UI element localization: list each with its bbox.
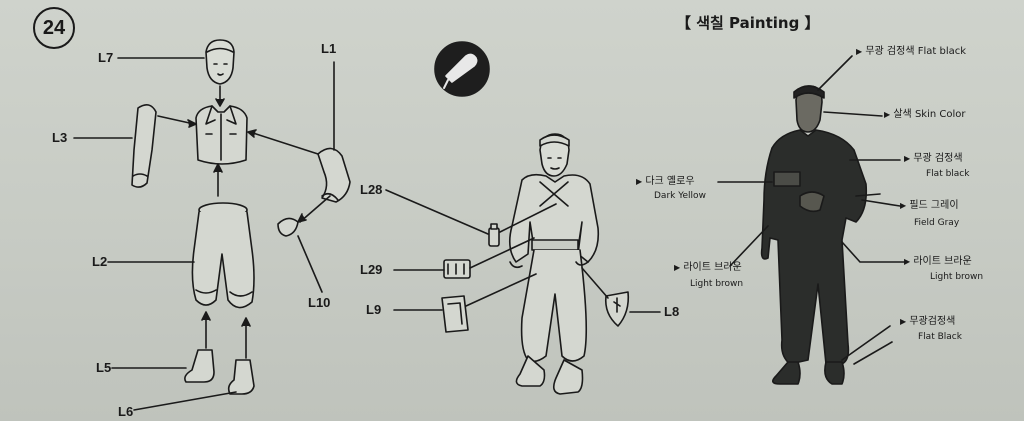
bag-part-L9	[441, 295, 469, 333]
label-L2: L2	[92, 254, 108, 269]
label-L5: L5	[96, 360, 112, 375]
hand-part-L10	[277, 217, 299, 237]
label-L9: L9	[366, 302, 382, 317]
callout-field-gray-ko: ▶ 필드 그레이	[900, 200, 959, 212]
label-L28: L28	[360, 182, 383, 197]
glue-tube-icon-art	[434, 41, 490, 97]
label-L1: L1	[321, 41, 337, 56]
label-L8: L8	[664, 304, 680, 319]
painted-figure	[760, 85, 868, 385]
jacket-color-en: Flat black	[926, 169, 970, 179]
cap-color-ko: 무광 검정색	[865, 46, 915, 57]
arm-part-L1	[317, 147, 351, 203]
label-L10: L10	[308, 295, 331, 310]
legs-part-L2	[191, 202, 255, 309]
boot-part-L5	[184, 349, 215, 383]
light-brown-left-en: Light brown	[690, 279, 744, 289]
canteen-part-L28	[488, 223, 500, 247]
boot-part-L6	[227, 359, 255, 395]
head-part-L7	[205, 39, 235, 85]
field-gray-ko: 필드 그레이	[909, 200, 959, 211]
callout-dark-yellow-ko: ▶ 다크 옐로우	[636, 176, 695, 188]
label-L29: L29	[360, 262, 383, 277]
arm-part-L3	[131, 104, 157, 188]
dark-yellow-ko: 다크 옐로우	[645, 176, 695, 187]
jacket-color-ko: 무광 검정색	[913, 153, 963, 164]
pointer-triangle-icon: ▶	[856, 47, 863, 56]
shovel-part-L8	[604, 291, 630, 327]
step-number: 24	[42, 17, 66, 39]
pouch-part-L29	[443, 259, 471, 279]
pointer-triangle-icon: ▶	[674, 263, 681, 272]
painting-title: 【 색칠 Painting 】	[676, 14, 820, 32]
callout-light-brown-right-ko: ▶ 라이트 브라운	[904, 256, 972, 268]
boots-color-en: Flat Black	[918, 332, 962, 342]
label-L7: L7	[98, 50, 114, 65]
pointer-triangle-icon: ▶	[636, 177, 643, 186]
callout-boots-ko: ▶ 무광검정색	[900, 316, 955, 328]
pointer-triangle-icon: ▶	[900, 317, 907, 326]
callout-skin: ▶ 살색 Skin Color	[884, 109, 965, 121]
field-gray-en: Field Gray	[914, 218, 960, 228]
pointer-triangle-icon: ▶	[884, 110, 891, 119]
light-brown-right-ko: 라이트 브라운	[913, 256, 972, 267]
cap-color-en: Flat black	[917, 46, 967, 57]
callout-cap: ▶ 무광 검정색 Flat black	[856, 46, 966, 58]
skin-color-ko: 살색	[893, 109, 912, 120]
torso-part	[195, 105, 248, 165]
callout-jacket-ko: ▶ 무광 검정색	[904, 153, 963, 165]
step-number-badge: 24	[33, 7, 75, 49]
skin-color-en: Skin Color	[914, 109, 966, 120]
light-brown-right-en: Light brown	[930, 272, 984, 282]
pointer-triangle-icon: ▶	[900, 201, 907, 210]
label-L6: L6	[118, 404, 134, 419]
label-L3: L3	[52, 130, 68, 145]
light-brown-left-ko: 라이트 브라운	[683, 262, 742, 273]
callout-light-brown-left-ko: ▶ 라이트 브라운	[674, 262, 742, 274]
boots-color-ko: 무광검정색	[909, 316, 956, 327]
pointer-triangle-icon: ▶	[904, 257, 911, 266]
pointer-triangle-icon: ▶	[904, 154, 911, 163]
assembled-figure	[508, 133, 600, 395]
dark-yellow-en: Dark Yellow	[654, 191, 706, 201]
